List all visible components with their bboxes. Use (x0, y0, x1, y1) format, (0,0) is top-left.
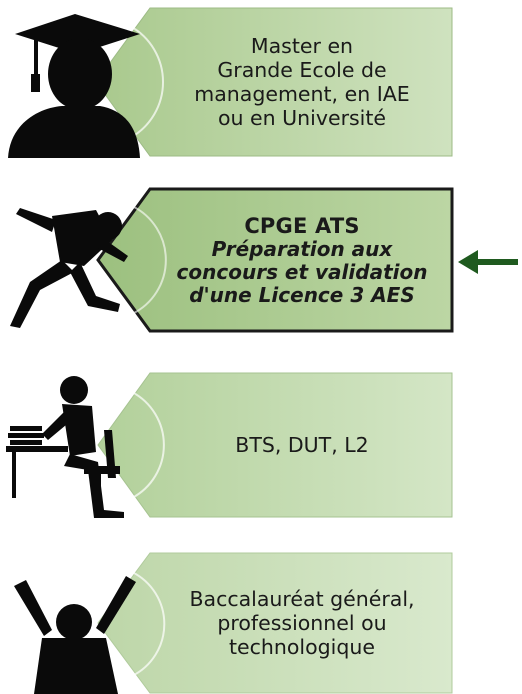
step-bts: BTS, DUT, L2 (0, 370, 460, 520)
cpge-subtitle-line-2: concours et validation (176, 259, 428, 284)
step-master: Master en Grande Ecole de management, en… (0, 6, 460, 158)
step-cpge-label: CPGE ATS Préparation aux concours et val… (168, 189, 436, 331)
bac-line-2: professionnel ou (217, 611, 387, 635)
bac-line-3: technologique (228, 635, 375, 659)
step-master-label: Master en Grande Ecole de management, en… (168, 8, 436, 156)
master-line-1: Master en (250, 34, 354, 58)
cpge-subtitle-line-3: d'une Licence 3 AES (189, 282, 415, 307)
graduate-icon (8, 14, 140, 158)
arrow-left-icon (458, 250, 518, 274)
step-bac: Baccalauréat général, professionnel ou t… (0, 550, 460, 694)
cpge-subtitle-line-1: Préparation aux (211, 236, 393, 261)
step-cpge: CPGE ATS Préparation aux concours et val… (0, 186, 460, 334)
master-line-4: ou en Université (217, 106, 387, 130)
master-line-3: management, en IAE (194, 82, 410, 106)
cheering-person-icon (14, 576, 136, 694)
student-desk-icon (6, 376, 124, 518)
bac-line-1: Baccalauréat général, (189, 587, 415, 611)
cpge-title: CPGE ATS (244, 213, 360, 238)
bts-line-1: BTS, DUT, L2 (235, 433, 369, 457)
runner-icon (10, 208, 128, 328)
step-bac-label: Baccalauréat général, professionnel ou t… (168, 553, 436, 693)
master-line-2: Grande Ecole de (217, 58, 387, 82)
step-bts-label: BTS, DUT, L2 (168, 373, 436, 517)
